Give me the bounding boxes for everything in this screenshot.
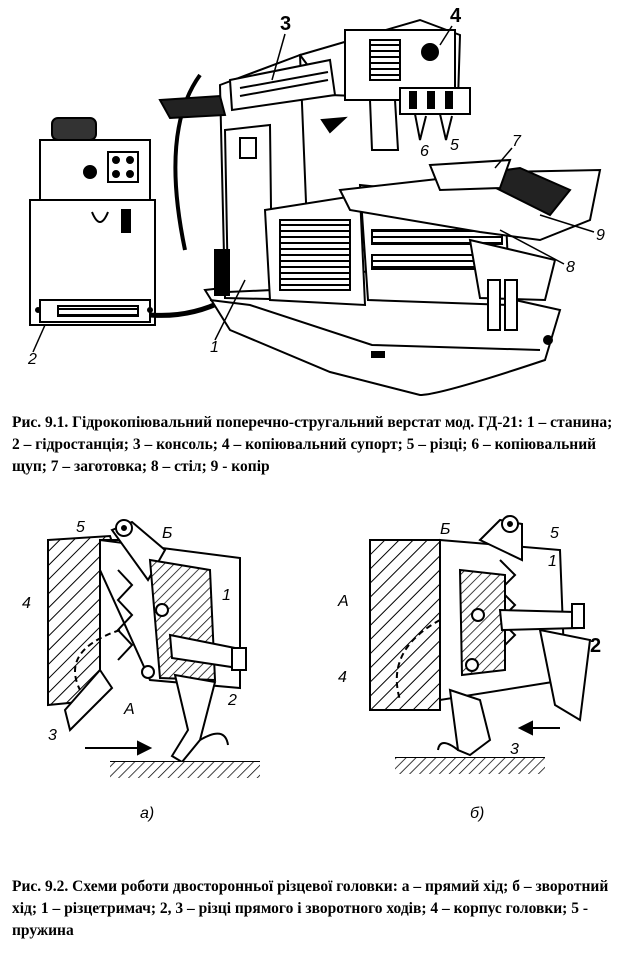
label-1: 1 bbox=[210, 339, 219, 356]
label-a-4: 4 bbox=[22, 595, 31, 612]
caption-b: б) bbox=[470, 805, 484, 822]
cutting-head-diagram: 5 Б 4 1 2 А 3 а) 5 Б 1 А 2 4 3 б) bbox=[22, 515, 601, 822]
scheme-b bbox=[369, 515, 592, 774]
figure-1-caption: Рис. 9.1. Гідрокопіювальний поперечно-ст… bbox=[12, 414, 613, 475]
label-a-3: 3 bbox=[48, 727, 57, 744]
label-8: 8 bbox=[566, 259, 575, 276]
label-b-5: 5 bbox=[550, 525, 559, 542]
work-table bbox=[263, 158, 602, 331]
machine-illustration: 3 4 6 5 7 9 8 1 2 bbox=[27, 5, 605, 397]
label-9: 9 bbox=[596, 227, 605, 244]
label-b-1: 1 bbox=[548, 553, 557, 570]
label-b-B: Б bbox=[440, 521, 450, 538]
console bbox=[228, 58, 337, 112]
label-3: 3 bbox=[280, 13, 291, 35]
hydraulic-station bbox=[29, 117, 156, 326]
scheme-a bbox=[47, 519, 260, 778]
label-a-2: 2 bbox=[227, 692, 237, 709]
label-a-A: А bbox=[123, 701, 135, 718]
label-5: 5 bbox=[450, 137, 459, 154]
label-a-5: 5 bbox=[76, 519, 85, 536]
figure-2-caption: Рис. 9.2. Схеми роботи двосторонньої різ… bbox=[12, 878, 609, 939]
label-a-1: 1 bbox=[222, 587, 231, 604]
label-a-B: Б bbox=[162, 525, 172, 542]
label-b-4: 4 bbox=[338, 669, 347, 686]
label-b-A: А bbox=[337, 593, 349, 610]
label-4: 4 bbox=[450, 5, 462, 27]
label-b-3: 3 bbox=[510, 741, 519, 758]
label-6: 6 bbox=[420, 143, 429, 160]
caption-a: а) bbox=[140, 805, 154, 822]
label-b-2: 2 bbox=[590, 635, 601, 657]
label-2: 2 bbox=[27, 351, 37, 368]
label-7: 7 bbox=[512, 133, 522, 150]
